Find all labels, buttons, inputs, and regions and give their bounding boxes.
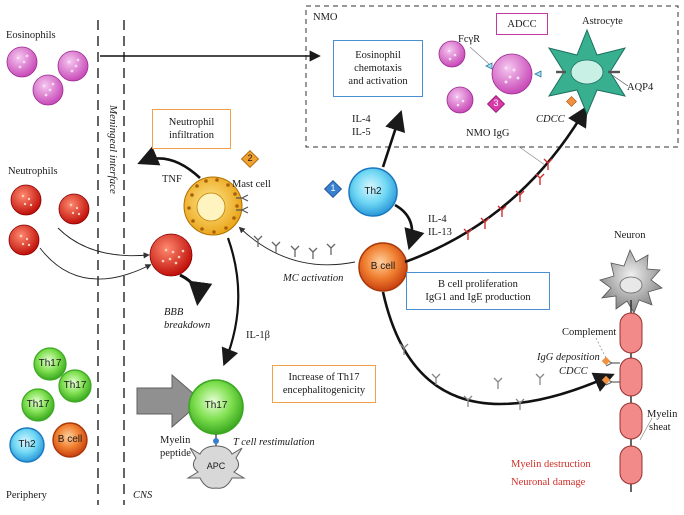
bcell-periphery-label: B cell <box>57 434 83 445</box>
myelin-sheat-line1: Myelin <box>647 409 678 420</box>
tnf-arrow <box>137 146 201 179</box>
bcell-proliferation-line2: IgG1 and IgE production <box>425 292 531 303</box>
myelin-sheat-line2: sheat <box>649 422 671 433</box>
th2-periphery-label: Th2 <box>18 439 36 450</box>
myelin-peptide-line2: peptide <box>160 448 191 459</box>
bcell-to-neuron-arrow <box>381 291 615 406</box>
bbb-breakdown-arrow <box>179 273 213 306</box>
neuronal-damage-label: Neuronal damage <box>511 477 586 488</box>
th2-cell-label: Th2 <box>364 186 382 197</box>
cdcc-top-label: CDCC <box>536 114 565 125</box>
bcell-proliferation-line1: B cell proliferation <box>438 279 518 290</box>
th17-cells-periphery <box>21 347 92 422</box>
b-cell <box>358 242 408 292</box>
nmo-igg-antibodies <box>463 158 553 240</box>
th17-migration-big-arrow <box>136 373 203 429</box>
astrocyte-label: Astrocyte <box>582 16 623 27</box>
marker-2-diamond <box>240 149 260 169</box>
th17-increase-line1: Increase of Th17 <box>288 372 360 383</box>
th17-increase-box: Increase of Th17 encephalitogenicity <box>272 365 376 403</box>
igg-deposition-label: IgG deposition <box>537 352 600 363</box>
complement-label: Complement <box>562 327 617 338</box>
cdcc-bottom-label: CDCC <box>559 366 588 377</box>
neuron-label: Neuron <box>614 230 646 241</box>
marker-3-diamond <box>486 94 506 114</box>
fcgr-pointer <box>469 46 490 65</box>
eosinophil-cells-left <box>6 46 89 106</box>
bcell-proliferation-box: B cell proliferation IgG1 and IgE produc… <box>406 272 550 310</box>
t-cell-restimulation-label: T cell restimulation <box>233 437 315 448</box>
nmo-eosinophils <box>438 40 542 114</box>
neutrophil-cns <box>149 233 193 277</box>
th17-periphery-label-3: Th17 <box>26 399 50 410</box>
bcell-to-astrocyte-arrow <box>404 105 588 264</box>
meningeal-interface-label: Meningeal interface <box>107 105 119 194</box>
myelin-destruction-label: Myelin destruction <box>511 459 591 470</box>
marker-1-number: 1 <box>330 183 336 193</box>
neutrophil-cells-left <box>8 184 90 256</box>
aqp4-label: AQP4 <box>627 82 654 93</box>
periphery-label: Periphery <box>6 490 47 501</box>
adcc-label: ADCC <box>507 18 537 30</box>
th17-cns-label: Th17 <box>204 400 228 411</box>
th2-cell <box>348 167 398 217</box>
th2-to-eosinophil-arrow <box>381 110 406 168</box>
astrocyte <box>547 28 627 116</box>
adcc-box: ADCC <box>496 13 548 35</box>
neutrophil-migration-arrow-1 <box>57 227 150 259</box>
nmo-igg-pointer <box>517 145 546 166</box>
neutrophil-migration-arrow-2 <box>39 247 152 280</box>
th2-to-bcell-arrow <box>394 203 425 250</box>
eosinophils-label: Eosinophils <box>6 30 56 41</box>
il5-label: IL-5 <box>352 127 371 138</box>
apc-cell <box>186 445 246 489</box>
neutrophils-label: Neutrophils <box>8 166 58 177</box>
marker-3-number: 3 <box>493 98 499 108</box>
il4-top-label: IL-4 <box>352 114 371 125</box>
aqp4-pointer <box>611 74 629 87</box>
cns-label: CNS <box>133 490 153 501</box>
marker-1-diamond <box>323 179 343 199</box>
mast-cell <box>183 176 249 236</box>
nmo-label: NMO <box>313 12 338 23</box>
myelin-sheat-pointer <box>639 417 653 441</box>
ige-antibodies <box>253 235 336 259</box>
b-cell-periphery <box>52 422 88 458</box>
neutrophil-infiltration-line1: Neutrophil <box>168 117 215 128</box>
th17-increase-line2: encephalitogenicity <box>282 385 366 396</box>
apc-label: APC <box>206 461 226 471</box>
il1b-label: IL-1β <box>246 330 270 341</box>
myelin-peptide-dot <box>213 438 219 444</box>
fcgr-receptor-icon <box>485 62 493 70</box>
bbb-label-line2: breakdown <box>164 320 211 331</box>
th17-periphery-label-2: Th17 <box>63 380 87 391</box>
marker-2-number: 2 <box>247 153 253 163</box>
nmo-region-box <box>305 5 679 148</box>
neutrophil-infiltration-box: Neutrophil infiltration <box>152 109 231 149</box>
igg-antibodies-gray <box>399 343 545 410</box>
eosinophil-chemotaxis-box: Eosinophil chemotaxis and activation <box>333 40 423 97</box>
bbb-label-line1: BBB <box>164 307 184 318</box>
neuron <box>599 249 663 492</box>
neutrophil-infiltration-line2: infiltration <box>169 130 214 141</box>
b-cell-label: B cell <box>370 261 396 272</box>
il1b-arrow <box>221 237 240 367</box>
il4-mid-label: IL-4 <box>428 214 447 225</box>
eosinophil-chemotaxis-line1: Eosinophil <box>355 50 401 61</box>
il13-label: IL-13 <box>428 227 452 238</box>
nmo-igg-label: NMO IgG <box>466 128 510 139</box>
myelin-peptide-line1: Myelin <box>160 435 191 446</box>
fcgr-label: FcγR <box>458 34 481 45</box>
eosinophil-chemotaxis-line2: chemotaxis <box>354 63 402 74</box>
th17-periphery-label-1: Th17 <box>38 358 62 369</box>
mc-activation-label: MC activation <box>283 273 344 284</box>
th2-cell-periphery <box>9 427 45 463</box>
eosinophil-chemotaxis-line3: and activation <box>348 76 408 87</box>
mast-cell-label: Mast cell <box>232 179 271 190</box>
mc-activation-arrow <box>238 226 356 266</box>
tnf-label: TNF <box>162 174 182 185</box>
